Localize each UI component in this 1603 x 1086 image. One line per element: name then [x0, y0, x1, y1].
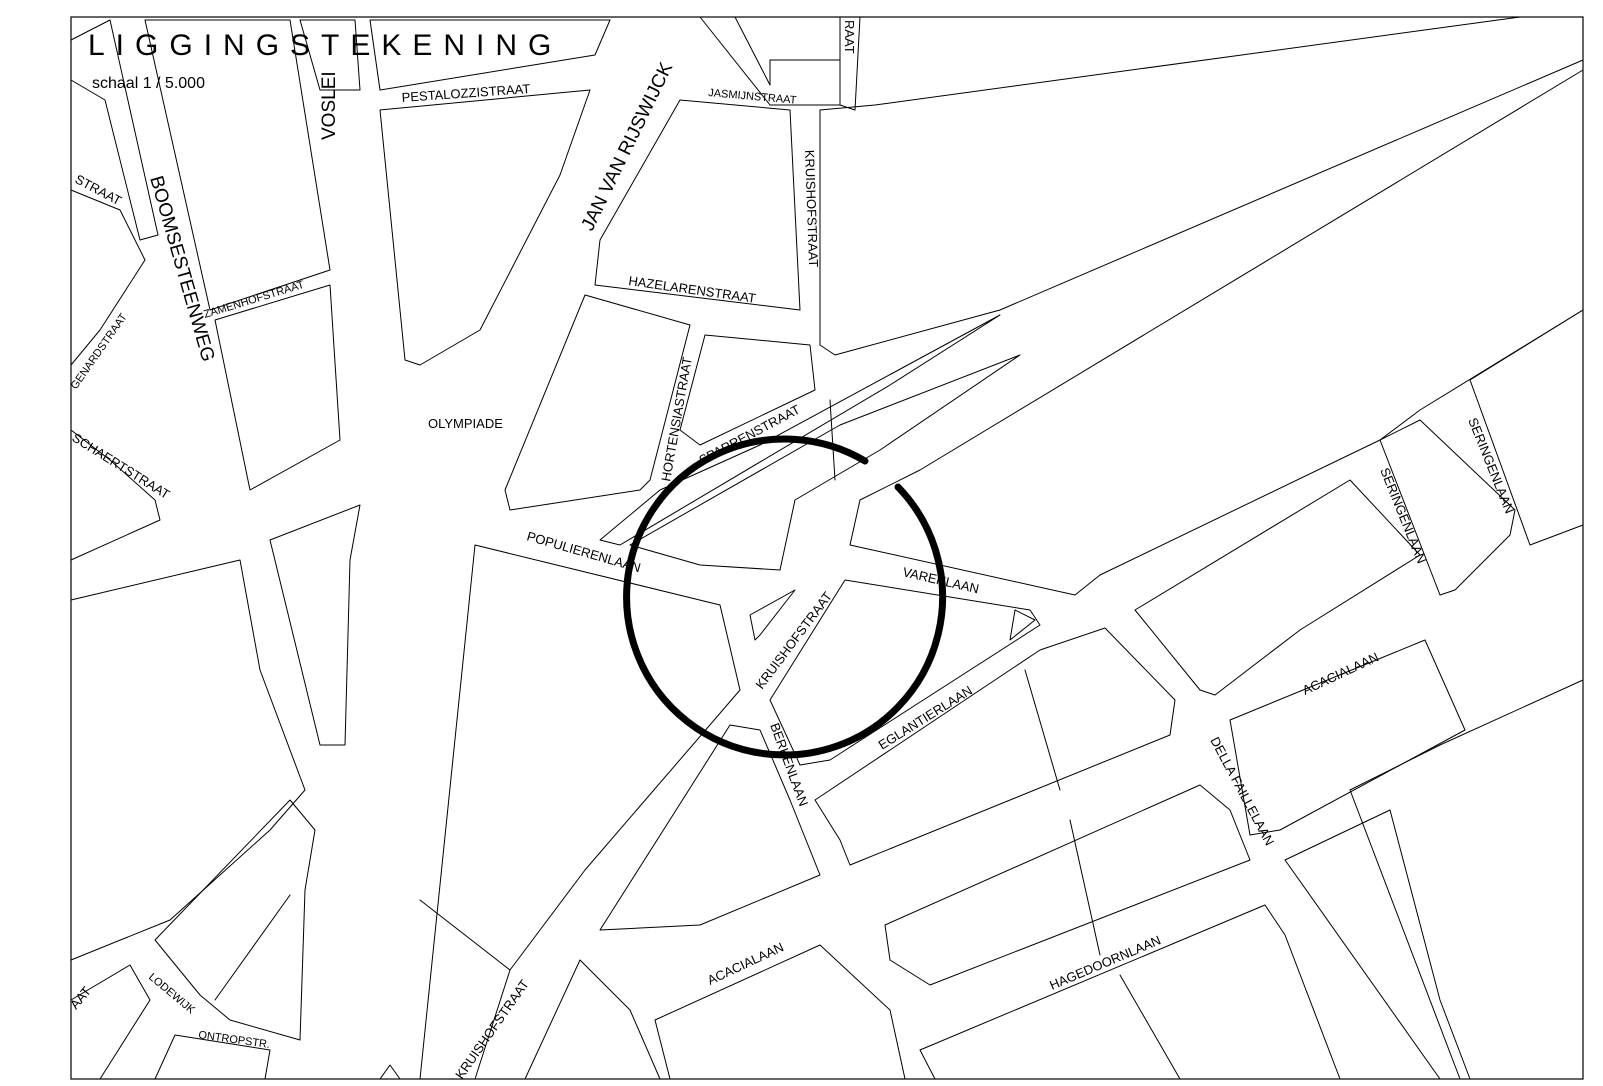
block: [379, 1064, 401, 1080]
block: [269, 504, 361, 746]
block: [504, 294, 691, 511]
location-marker-circle: [623, 435, 947, 759]
block: [154, 799, 316, 1041]
map-title: LIGGINGSTEKENING: [88, 29, 562, 62]
block: [70, 559, 306, 961]
block: [1024, 669, 1061, 791]
block: [599, 314, 1001, 546]
block: [1229, 639, 1466, 836]
block: [629, 354, 1021, 571]
block: [839, 16, 861, 111]
block: [299, 19, 361, 91]
block: [1379, 419, 1516, 596]
block: [70, 429, 161, 561]
block: [884, 784, 1251, 986]
block: [919, 904, 1341, 1080]
block: [769, 579, 1041, 766]
block: [1134, 479, 1421, 696]
block: [1119, 974, 1181, 1080]
block: [1349, 679, 1584, 1080]
street-label-kruishofstraat-north: KRUISHOFSTRAAT: [802, 150, 821, 268]
block: [599, 724, 821, 931]
block: [214, 894, 291, 1001]
block: [214, 284, 341, 491]
street-label-straat-top: RAAT: [842, 20, 857, 54]
block: [379, 89, 591, 366]
map-scale: schaal 1 / 5.000: [92, 75, 205, 92]
block: [1284, 809, 1471, 1080]
block: [1009, 609, 1036, 641]
block: [524, 959, 661, 1080]
block: [70, 189, 146, 366]
block: [369, 19, 611, 91]
map-frame: [70, 16, 1584, 1080]
block: [829, 399, 836, 481]
street-label-vosslei: VOSLEI: [319, 71, 340, 140]
block: [419, 544, 741, 1080]
block: [70, 964, 151, 1080]
block: [1469, 309, 1584, 546]
block: [814, 627, 1176, 866]
block: [70, 19, 159, 241]
block: [679, 334, 816, 446]
building-blocks: [70, 16, 1584, 1080]
block: [819, 16, 1584, 356]
block: [594, 99, 801, 311]
block: [154, 1034, 271, 1080]
block: [419, 899, 511, 971]
block: [654, 944, 906, 1080]
block: [749, 589, 796, 641]
block: [144, 19, 331, 311]
block: [699, 16, 841, 106]
street-label-olympiade: OLYMPIADE: [428, 416, 503, 431]
block: [1069, 819, 1101, 956]
